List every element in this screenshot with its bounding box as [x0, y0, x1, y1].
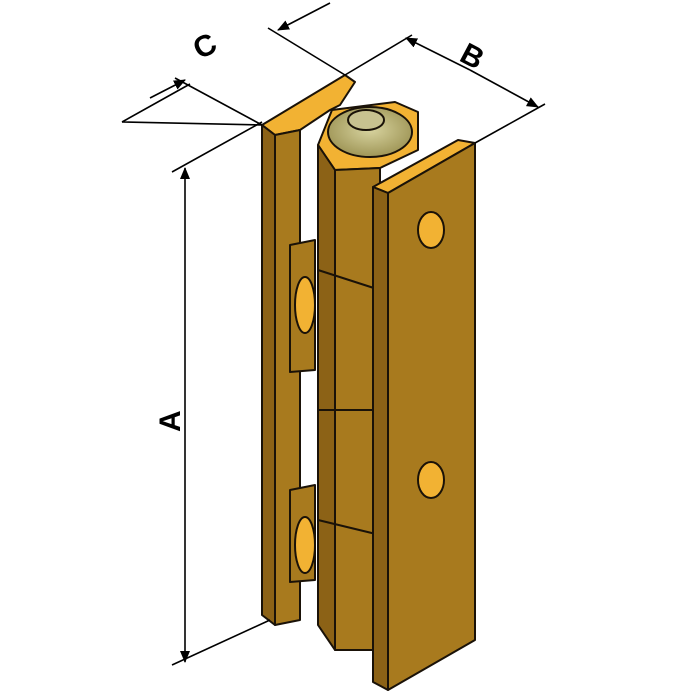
right-leaf	[372, 139, 476, 691]
right-leaf-hole-top	[417, 211, 445, 249]
knuckle	[317, 101, 419, 651]
right-leaf-hole-bottom	[417, 461, 445, 499]
left-leaf	[261, 74, 356, 626]
dimension-label-a: A	[154, 410, 187, 432]
dimension-label-b: B	[455, 37, 490, 76]
dimension-b	[344, 34, 546, 144]
left-leaf-hole-top	[294, 276, 316, 334]
dimension-a	[171, 121, 271, 666]
pin	[347, 109, 385, 131]
dimension-label-c: C	[188, 27, 223, 66]
dimension-c	[121, 2, 346, 126]
left-leaf-hole-bottom	[294, 516, 316, 574]
